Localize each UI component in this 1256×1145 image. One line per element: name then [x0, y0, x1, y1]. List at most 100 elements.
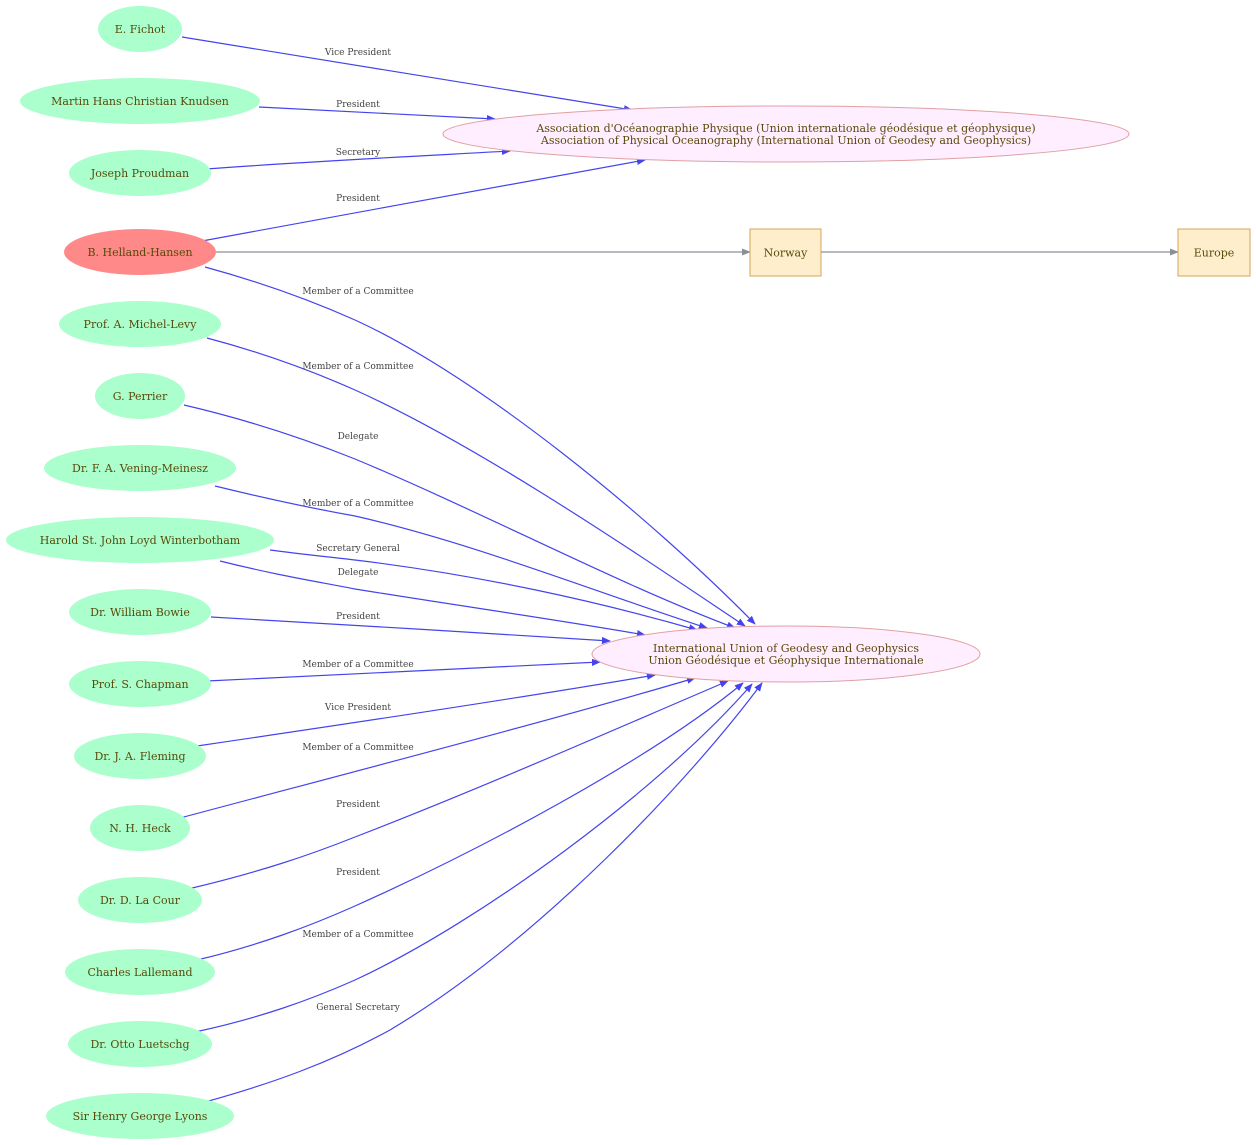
- edge-perrier-to-iugg: Delegate: [183, 404, 736, 629]
- organization-node-label-line: International Union of Geodesy and Geoph…: [653, 642, 919, 655]
- person-node-fleming[interactable]: Dr. J. A. Fleming: [74, 733, 206, 779]
- person-node-proudman[interactable]: Joseph Proudman: [69, 150, 211, 196]
- edge-michel-to-iugg: Member of a Committee: [206, 337, 746, 627]
- person-node-shape: [65, 949, 215, 995]
- person-node-perrier[interactable]: G. Perrier: [95, 373, 185, 419]
- person-node-michel[interactable]: Prof. A. Michel-Levy: [59, 301, 221, 347]
- organization-node-label-line: Association d'Océanographie Physique (Un…: [535, 122, 1035, 135]
- edge-line: [210, 616, 611, 645]
- organization-node-apo[interactable]: Association d'Océanographie Physique (Un…: [442, 105, 1130, 163]
- person-node-shape: [68, 1021, 212, 1067]
- person-node-label: N. H. Heck: [109, 822, 171, 835]
- person-node-knudsen[interactable]: Martin Hans Christian Knudsen: [20, 78, 260, 124]
- edge-line: [187, 680, 729, 890]
- person-node-label: Joseph Proudman: [90, 167, 189, 180]
- edge-label-vice-president: Vice President: [324, 703, 392, 713]
- edge-label-president: President: [336, 100, 380, 110]
- person-node-luetschg[interactable]: Dr. Otto Luetschg: [68, 1021, 212, 1067]
- edge-proudman-to-apo: Secretary: [205, 147, 511, 170]
- edge-label-delegate: Delegate: [338, 568, 379, 578]
- edge-helland-to-iugg: Member of a Committee: [204, 266, 756, 625]
- edge-helland-to-apo: President: [201, 157, 646, 242]
- place-node-label: Europe: [1194, 247, 1235, 260]
- person-node-shape: [69, 661, 211, 707]
- person-node-helland[interactable]: B. Helland-Hansen: [64, 229, 216, 275]
- place-node-shape: [749, 228, 822, 277]
- edge-line: [181, 36, 633, 113]
- edge-label-member-of-a-committee: Member of a Committee: [302, 362, 413, 372]
- person-node-label: Dr. J. A. Fleming: [94, 750, 185, 763]
- edge-heck-to-iugg: Member of a Committee: [179, 676, 696, 819]
- edge-label-delegate: Delegate: [338, 432, 379, 442]
- person-node-shape: [59, 301, 221, 347]
- edge-label-president: President: [336, 868, 380, 878]
- edge-line: [206, 337, 746, 627]
- person-node-shape: [78, 877, 202, 923]
- person-node-shape: [74, 733, 206, 779]
- edge-vening-to-iugg: Member of a Committee: [214, 485, 708, 629]
- person-node-shape: [98, 6, 182, 52]
- person-node-shape: [69, 150, 211, 196]
- edge-line: [258, 106, 496, 123]
- edge-label-member-of-a-committee: Member of a Committee: [302, 287, 413, 297]
- organization-node-shape: [442, 105, 1130, 163]
- person-node-fichot[interactable]: E. Fichot: [98, 6, 182, 52]
- edge-label-president: President: [336, 612, 380, 622]
- person-node-label: Martin Hans Christian Knudsen: [51, 95, 229, 108]
- place-node-europe[interactable]: Europe: [1177, 228, 1251, 277]
- organization-node-label-line: Association of Physical Oceanography (In…: [540, 134, 1031, 147]
- place-node-norway[interactable]: Norway: [749, 228, 822, 277]
- edge-line: [269, 549, 698, 632]
- person-node-winterbotham[interactable]: Harold St. John Loyd Winterbotham: [6, 517, 274, 563]
- person-node-shape: [6, 517, 274, 563]
- edge-winterbotham-to-iugg: Delegate: [219, 560, 646, 638]
- edge-label-president: President: [336, 800, 380, 810]
- edge-line: [204, 266, 756, 625]
- person-node-chapman[interactable]: Prof. S. Chapman: [69, 661, 211, 707]
- edge-line: [206, 658, 601, 682]
- edge-line: [219, 560, 646, 638]
- person-node-label: G. Perrier: [113, 390, 168, 403]
- person-node-label: Dr. D. La Cour: [100, 894, 181, 907]
- edge-lacour-to-iugg: President: [187, 680, 729, 890]
- edge-fichot-to-apo: Vice President: [181, 36, 633, 113]
- edge-line: [196, 682, 744, 961]
- person-node-lacour[interactable]: Dr. D. La Cour: [78, 877, 202, 923]
- organization-node-label-line: Union Géodésique et Géophysique Internat…: [648, 654, 923, 667]
- edge-label-secretary-general: Secretary General: [316, 544, 400, 554]
- person-node-shape: [64, 229, 216, 275]
- edge-label-member-of-a-committee: Member of a Committee: [302, 660, 413, 670]
- person-node-shape: [20, 78, 260, 124]
- edge-label-member-of-a-committee: Member of a Committee: [302, 930, 413, 940]
- edge-line: [183, 404, 736, 629]
- edge-label-member-of-a-committee: Member of a Committee: [302, 743, 413, 753]
- person-node-shape: [69, 589, 211, 635]
- person-node-vening[interactable]: Dr. F. A. Vening-Meinesz: [44, 445, 236, 491]
- place-node-label: Norway: [764, 247, 808, 260]
- edge-lyons-to-iugg: General Secretary: [204, 682, 763, 1103]
- edge-line: [194, 683, 753, 1033]
- edge-label-president: President: [336, 194, 380, 204]
- person-node-label: Dr. William Bowie: [90, 606, 190, 619]
- person-node-lyons[interactable]: Sir Henry George Lyons: [46, 1093, 234, 1139]
- edge-luetschg-to-iugg: Member of a Committee: [194, 683, 753, 1033]
- person-node-bowie[interactable]: Dr. William Bowie: [69, 589, 211, 635]
- person-node-heck[interactable]: N. H. Heck: [90, 805, 190, 851]
- person-node-label: Charles Lallemand: [87, 966, 192, 979]
- person-node-label: B. Helland-Hansen: [87, 246, 192, 259]
- organization-node-shape: [591, 625, 981, 683]
- edge-lallemand-to-iugg: President: [196, 682, 744, 961]
- person-node-label: Prof. A. Michel-Levy: [84, 318, 198, 331]
- person-node-label: Prof. S. Chapman: [91, 678, 188, 691]
- edge-line: [179, 676, 696, 819]
- person-node-label: Dr. F. A. Vening-Meinesz: [72, 462, 208, 475]
- person-node-label: Dr. Otto Luetschg: [90, 1038, 189, 1051]
- person-node-shape: [46, 1093, 234, 1139]
- edge-fleming-to-iugg: Vice President: [196, 672, 656, 747]
- person-node-lallemand[interactable]: Charles Lallemand: [65, 949, 215, 995]
- edge-label-member-of-a-committee: Member of a Committee: [302, 499, 413, 509]
- person-node-label: Sir Henry George Lyons: [73, 1110, 208, 1123]
- organization-node-iugg[interactable]: International Union of Geodesy and Geoph…: [591, 625, 981, 683]
